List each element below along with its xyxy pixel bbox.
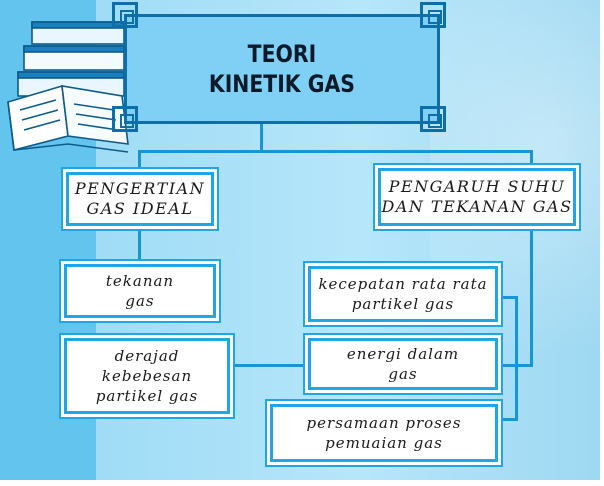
right-item-box: energi dalam gas <box>308 338 498 390</box>
left-item-box: tekanan gas <box>64 264 216 318</box>
title-box: TEORI KINETIK GAS <box>124 14 440 124</box>
left-heading-box: PENGERTIAN GAS IDEAL <box>66 172 214 226</box>
corner-ornament <box>112 106 138 132</box>
connector <box>138 150 532 153</box>
left-item-label: tekanan gas <box>106 271 174 311</box>
connector <box>138 226 141 264</box>
connector <box>498 418 518 421</box>
left-heading: PENGERTIAN GAS IDEAL <box>75 179 205 219</box>
left-item-box: derajad kebebesan partikel gas <box>64 338 230 414</box>
corner-ornament <box>112 2 138 28</box>
right-item-box: kecepatan rata rata partikel gas <box>308 266 498 322</box>
right-item-box: persamaan proses pemuaian gas <box>270 404 498 462</box>
connector <box>530 150 533 168</box>
right-item-label: persamaan proses pemuaian gas <box>307 413 462 453</box>
diagram-title: TEORI KINETIK GAS <box>209 39 355 99</box>
corner-ornament <box>420 106 446 132</box>
right-item-label: energi dalam gas <box>347 344 459 384</box>
right-heading-box: PENGARUH SUHU DAN TEKANAN GAS <box>378 168 576 226</box>
connector <box>260 124 263 152</box>
left-item-label: derajad kebebesan partikel gas <box>96 346 198 406</box>
books-icon <box>4 16 134 156</box>
connector <box>530 226 533 366</box>
right-heading: PENGARUH SUHU DAN TEKANAN GAS <box>381 177 572 217</box>
right-item-label: kecepatan rata rata partikel gas <box>318 274 487 314</box>
corner-ornament <box>420 2 446 28</box>
connector <box>138 150 141 174</box>
connector <box>515 296 518 420</box>
